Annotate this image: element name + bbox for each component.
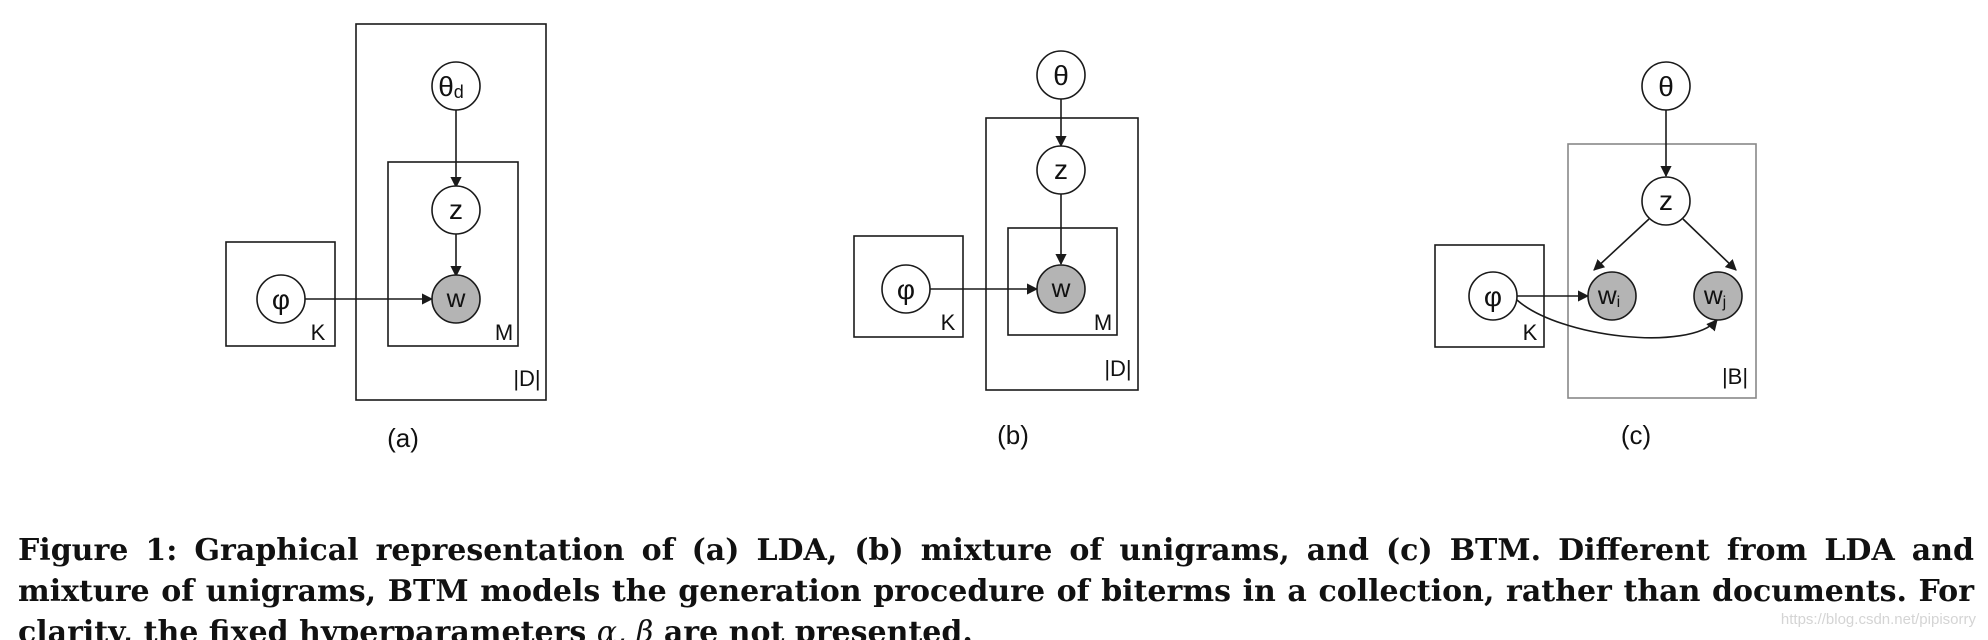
plate-topics bbox=[853, 235, 964, 338]
node-wi-observed bbox=[1587, 271, 1637, 321]
node-z-label: z bbox=[1659, 185, 1673, 216]
plate-documents bbox=[985, 117, 1139, 391]
plate-words-label: M bbox=[1094, 310, 1112, 335]
caption-math-hyperparameters: α, β bbox=[596, 615, 654, 640]
plate-words bbox=[387, 161, 519, 347]
node-z bbox=[431, 185, 481, 235]
plate-topics-label: K bbox=[941, 310, 956, 335]
node-z bbox=[1641, 176, 1691, 226]
plate-documents bbox=[355, 23, 547, 401]
plate-documents-label: |D| bbox=[513, 366, 540, 391]
caption-text: Figure 1: Graphical representation of (a… bbox=[18, 533, 1974, 640]
edge-phi-wj bbox=[1516, 299, 1718, 339]
panel-a-label: (a) bbox=[387, 423, 419, 453]
panel-c: θ z wi wj φ K |B| (c) bbox=[1434, 61, 1757, 450]
plate-biterms-label: |B| bbox=[1722, 364, 1748, 389]
plate-topics bbox=[225, 241, 336, 347]
node-theta-label: θd bbox=[438, 71, 464, 102]
node-theta bbox=[1641, 61, 1691, 111]
plate-documents-label: |D| bbox=[1104, 356, 1131, 381]
node-wj-label: wj bbox=[1703, 280, 1726, 311]
plate-biterms bbox=[1567, 143, 1757, 399]
watermark: https://blog.csdn.net/pipisorry bbox=[1780, 611, 1976, 628]
node-w-observed bbox=[1036, 264, 1086, 314]
node-phi-label: φ bbox=[897, 274, 915, 305]
node-phi bbox=[1468, 271, 1518, 321]
node-theta-label: θ bbox=[1053, 60, 1069, 91]
node-theta bbox=[431, 61, 481, 111]
node-z-label: z bbox=[449, 194, 463, 225]
panel-b: θ z w φ K M |D| (b) bbox=[853, 50, 1139, 450]
node-phi-label: φ bbox=[1484, 281, 1502, 312]
node-w-observed bbox=[431, 274, 481, 324]
edge-z-wi bbox=[1593, 218, 1650, 271]
node-theta bbox=[1036, 50, 1086, 100]
plate-topics-label: K bbox=[1523, 320, 1538, 345]
plate-topics-label: K bbox=[311, 320, 326, 345]
plate-words bbox=[1007, 227, 1118, 336]
caption-text-end: are not presented. bbox=[663, 615, 973, 640]
panel-c-label: (c) bbox=[1621, 420, 1651, 450]
node-wi-label: wi bbox=[1597, 280, 1620, 311]
plate-words-label: M bbox=[495, 320, 513, 345]
panel-b-label: (b) bbox=[997, 420, 1029, 450]
node-z bbox=[1036, 145, 1086, 195]
node-phi bbox=[256, 274, 306, 324]
graphical-models-figure: θd z w φ K M |D| (a) θ z w bbox=[225, 23, 1757, 453]
node-w-label: w bbox=[1051, 273, 1071, 303]
node-z-label: z bbox=[1054, 154, 1068, 185]
node-phi-label: φ bbox=[272, 284, 290, 315]
node-phi bbox=[881, 264, 931, 314]
node-theta-label: θ bbox=[1658, 71, 1674, 102]
figure-caption: Figure 1: Graphical representation of (a… bbox=[18, 530, 1974, 640]
panel-a: θd z w φ K M |D| (a) bbox=[225, 23, 547, 453]
node-w-label: w bbox=[446, 283, 466, 313]
edge-z-wj bbox=[1682, 218, 1737, 271]
node-wj-observed bbox=[1693, 271, 1743, 321]
